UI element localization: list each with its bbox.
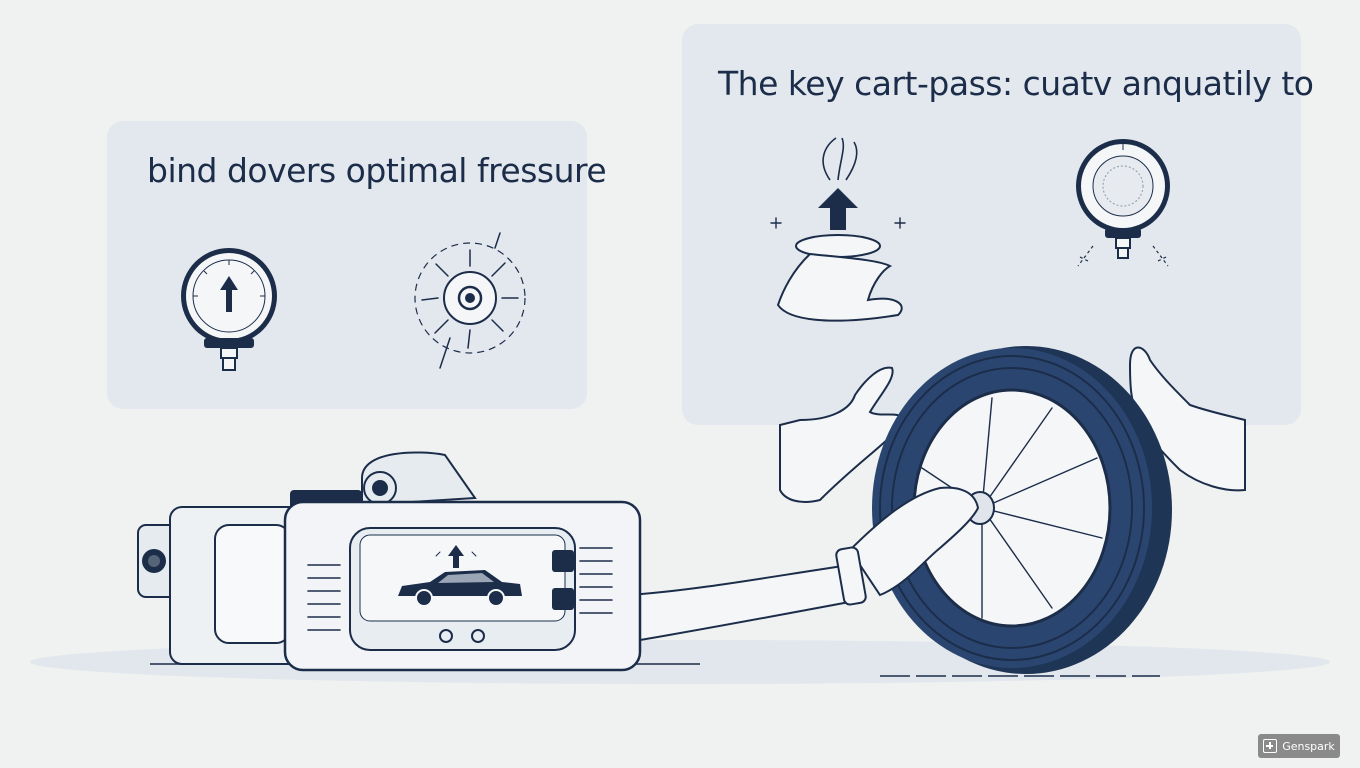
left-info-panel: bind dovers optimal fressure <box>107 121 607 409</box>
hand-icon <box>835 486 980 606</box>
hand-icon <box>779 366 907 503</box>
tire-inflator-icon <box>137 451 642 672</box>
car-icon <box>398 570 522 607</box>
watermark-icon <box>1263 739 1278 753</box>
tire-icon <box>872 346 1172 674</box>
pressure-gauge-icon <box>181 248 277 371</box>
hand-icon <box>1128 346 1246 492</box>
pressure-gauge-icon <box>1076 139 1170 267</box>
genspark-watermark: Genspark <box>1258 734 1340 758</box>
hand-lift-arrow-icon <box>770 137 906 322</box>
valve-burst-icon <box>414 232 526 369</box>
left-panel-caption: bind dovers optimal fressure <box>147 151 607 190</box>
inflator-hose <box>628 563 862 642</box>
right-panel-caption: The key cart-pass: cuatv anquatily to <box>718 64 1314 103</box>
watermark-label: Genspark <box>1282 739 1335 753</box>
